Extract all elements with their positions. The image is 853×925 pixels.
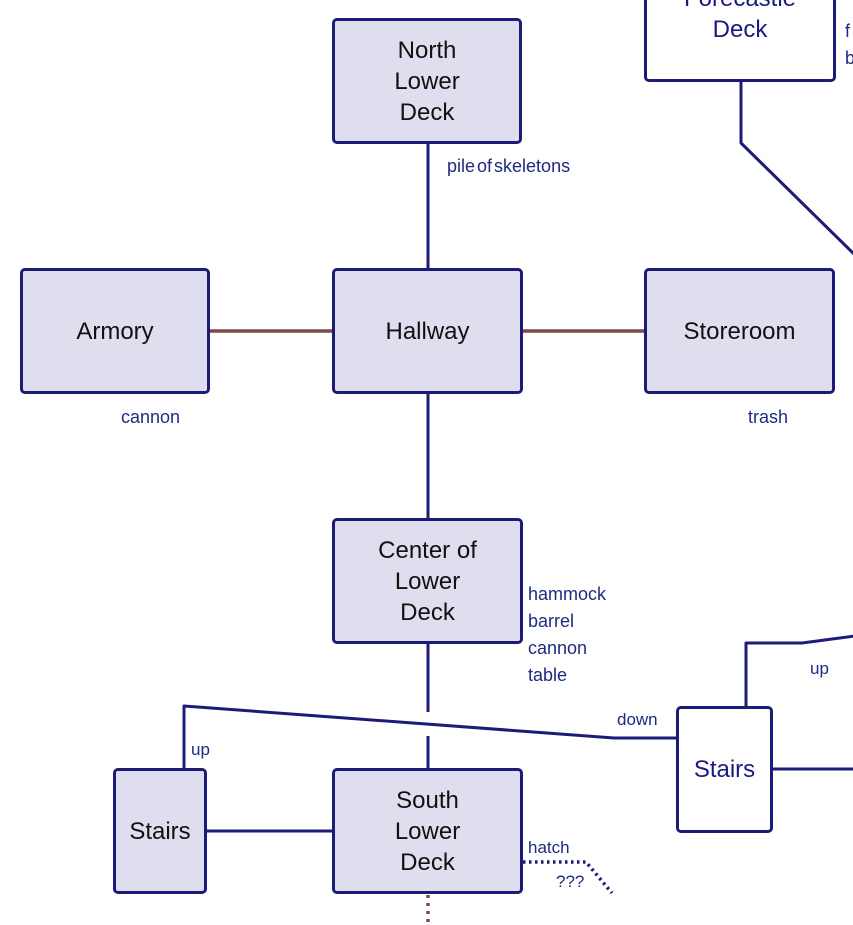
- items-north-lower-deck: pile of skeletons: [447, 156, 571, 176]
- room-label: Stairs: [693, 756, 756, 783]
- exit-label-stairs-left-up: up: [191, 740, 210, 759]
- exit-label-stairs-right-up: up: [810, 659, 829, 678]
- exit-label-unknown: ???: [556, 872, 585, 891]
- room-label: Stairs: [129, 817, 191, 845]
- room-label: South Lower Deck: [394, 786, 461, 876]
- room-storeroom[interactable]: Storeroom: [644, 268, 835, 394]
- items-forecastle-partial: f b: [845, 21, 853, 68]
- room-center-of-lower-deck[interactable]: Center of Lower Deck: [332, 518, 523, 644]
- room-label: Forecastle Deck: [684, 0, 796, 43]
- room-south-lower-deck[interactable]: South Lower Deck: [332, 768, 523, 894]
- room-stairs-left[interactable]: Stairs: [113, 768, 207, 894]
- exit-label-stairs-right-down: down: [617, 710, 658, 729]
- connector-stairs-right-up: [744, 634, 853, 708]
- room-label: Hallway: [385, 317, 470, 345]
- room-label: North Lower Deck: [394, 36, 460, 126]
- room-label: Storeroom: [683, 317, 796, 345]
- room-label: Center of Lower Deck: [378, 536, 477, 626]
- items-armory: cannon: [121, 407, 181, 427]
- exit-label-hatch: hatch: [528, 838, 570, 857]
- room-armory[interactable]: Armory: [20, 268, 210, 394]
- room-forecastle-deck[interactable]: Forecastle Deck: [644, 0, 836, 82]
- room-hallway[interactable]: Hallway: [332, 268, 523, 394]
- items-center-lower-deck: hammock barrel cannon table: [528, 584, 607, 685]
- room-north-lower-deck[interactable]: North Lower Deck: [332, 18, 522, 144]
- connector-stairs-left-right: [182, 704, 678, 770]
- room-stairs-right[interactable]: Stairs: [676, 706, 773, 833]
- connector-forecastle-offscreen: [739, 80, 853, 256]
- room-label: Armory: [76, 317, 154, 345]
- items-storeroom: trash: [748, 407, 789, 427]
